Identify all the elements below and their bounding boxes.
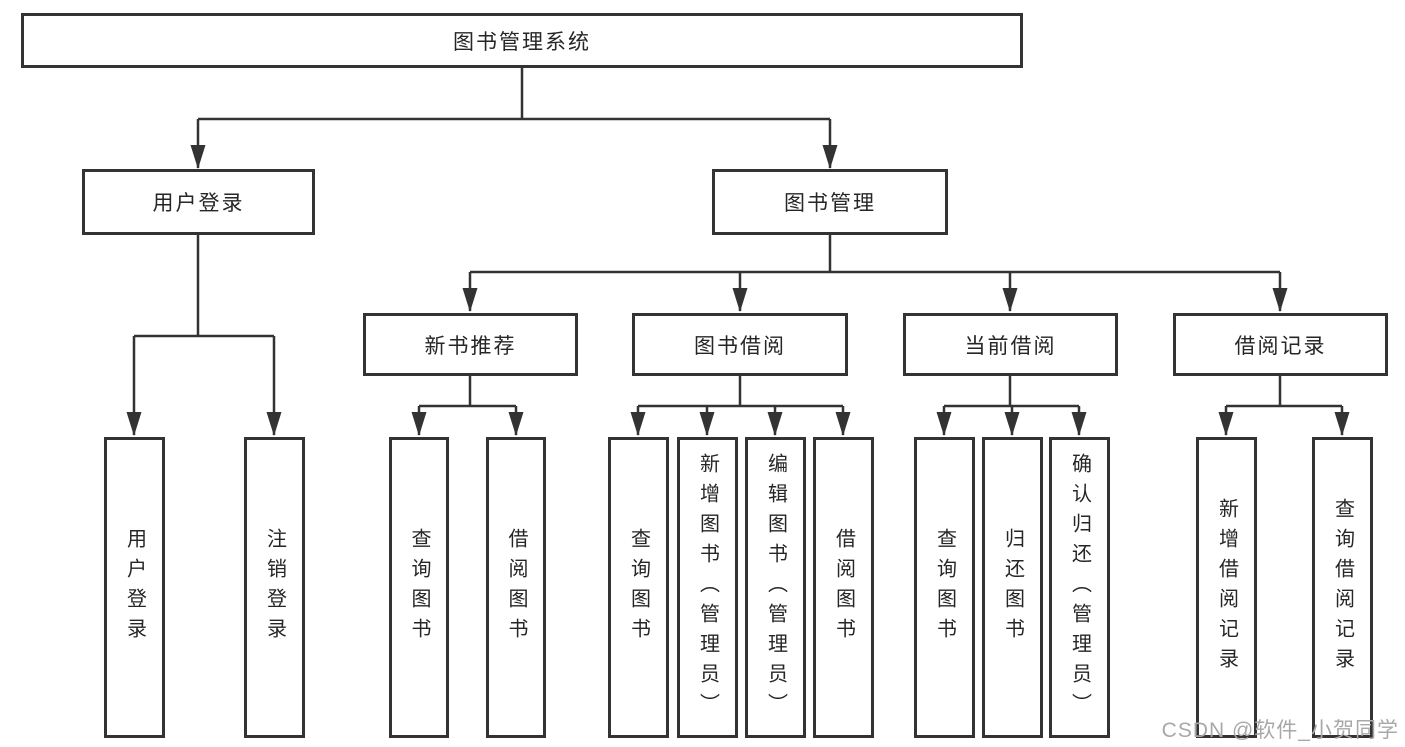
leaf-logout: 注销登录: [244, 437, 305, 738]
leaf-label: 新增借阅记录: [1215, 497, 1238, 678]
leaf-return-books: 归还图书: [982, 437, 1043, 738]
leaf-borrow-books-2: 借阅图书: [813, 437, 874, 738]
leaf-label: 查询借阅记录: [1331, 497, 1354, 678]
csdn-watermark: CSDN @软件_小贺同学: [1161, 719, 1399, 742]
node-book-borrow: 图书借阅: [632, 313, 848, 376]
leaf-query-borrow-record: 查询借阅记录: [1312, 437, 1373, 738]
node-borrow-records: 借阅记录: [1173, 313, 1388, 376]
leaf-add-books-admin: 新增图书（管理员）: [677, 437, 738, 738]
leaf-label: 用户登录: [123, 527, 146, 648]
node-user-login: 用户登录: [82, 169, 315, 235]
node-current-borrow: 当前借阅: [903, 313, 1118, 376]
leaf-query-books-3: 查询图书: [914, 437, 975, 738]
leaf-label: 借阅图书: [832, 527, 855, 648]
leaf-user-login: 用户登录: [104, 437, 165, 738]
leaf-borrow-books-1: 借阅图书: [486, 437, 546, 738]
node-root: 图书管理系统: [21, 13, 1023, 68]
leaf-confirm-return-admin: 确认归还（管理员）: [1049, 437, 1110, 738]
node-new-book-recommend: 新书推荐: [363, 313, 578, 376]
leaf-edit-books-admin: 编辑图书（管理员）: [745, 437, 806, 738]
leaf-label: 注销登录: [263, 527, 286, 648]
leaf-label: 借阅图书: [505, 527, 527, 648]
leaf-add-borrow-record: 新增借阅记录: [1196, 437, 1257, 738]
leaf-query-books-2: 查询图书: [608, 437, 669, 738]
leaf-label: 查询图书: [933, 527, 956, 648]
leaf-label: 查询图书: [408, 527, 430, 648]
leaf-label: 查询图书: [627, 527, 650, 648]
leaf-query-books-1: 查询图书: [389, 437, 449, 738]
leaf-label: 新增图书（管理员）: [696, 452, 719, 723]
leaf-label: 归还图书: [1001, 527, 1024, 648]
leaf-label: 编辑图书（管理员）: [764, 452, 787, 723]
node-book-management: 图书管理: [712, 169, 948, 235]
leaf-label: 确认归还（管理员）: [1068, 452, 1091, 723]
